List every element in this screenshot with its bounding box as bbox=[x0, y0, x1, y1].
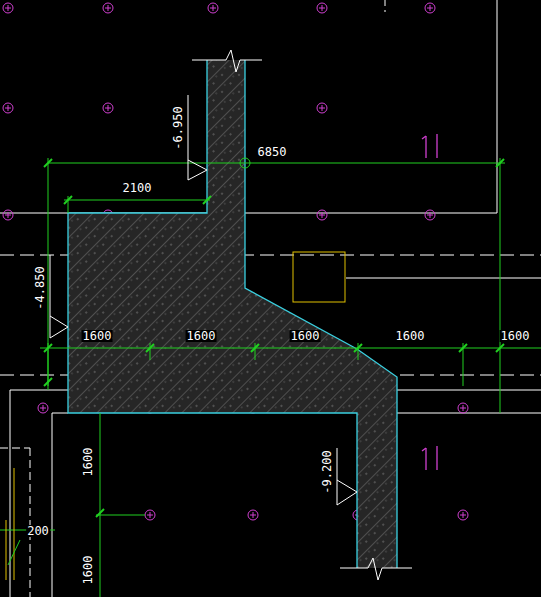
elevation-label: -6.950 bbox=[172, 105, 184, 150]
dimension-text: 1600 bbox=[395, 330, 426, 342]
elevation-label: -9.200 bbox=[321, 449, 333, 494]
dimension-text: 2100 bbox=[122, 182, 153, 194]
dimension-text: 1600 bbox=[82, 447, 94, 478]
dimension-text: 1600 bbox=[290, 330, 321, 342]
dimension-text: 1600 bbox=[500, 330, 531, 342]
dimension-text: 6850 bbox=[257, 146, 288, 158]
dimension-text: 1600 bbox=[82, 330, 113, 342]
dimension-text: 1600 bbox=[186, 330, 217, 342]
dimension-text: 1600 bbox=[82, 555, 94, 586]
dimension-text: 200 bbox=[26, 525, 50, 537]
elevation-label: -4.850 bbox=[34, 265, 46, 310]
